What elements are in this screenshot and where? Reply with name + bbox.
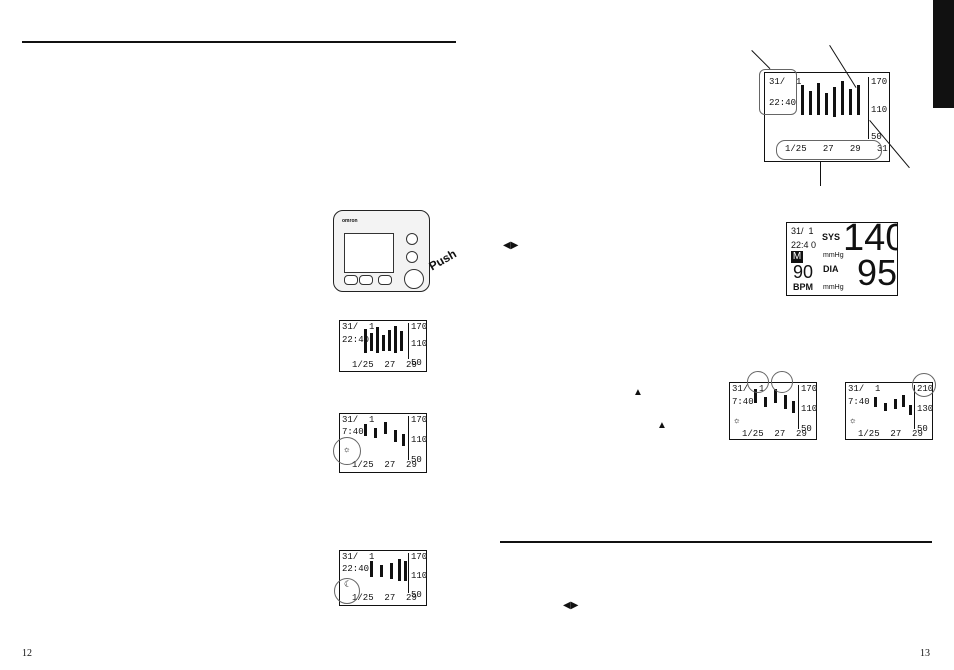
display-time: 7:40 (342, 427, 364, 437)
device-right-button (359, 275, 373, 285)
scale-min: 50 (411, 455, 422, 465)
device-left-button (344, 275, 358, 285)
display-date: 31/ 1 (342, 322, 375, 332)
scale-mid: 110 (411, 339, 427, 349)
dia-label: DIA (823, 264, 839, 274)
date-axis: 1/25 27 29 31 (352, 593, 417, 603)
graph-axis (408, 553, 409, 593)
display-date: 31/ 1 (848, 384, 881, 394)
scale-min: 50 (411, 358, 422, 368)
left-right-triangle-icon: ◀▶ (563, 600, 579, 611)
highlight-circle (912, 373, 936, 397)
graph-axis (798, 385, 799, 429)
highlight-circle (771, 371, 793, 393)
display-time: 7:40 (848, 397, 870, 407)
bpm-label: BPM (793, 282, 813, 292)
scale-mid: 130 (917, 404, 933, 414)
date-axis: 1/25 27 29 31 (858, 429, 923, 439)
device-illustration: omron (333, 210, 430, 292)
reading-display: 31/ 1 22:4 0 SYS 140 mmHg M DIA 95 90 BP… (786, 222, 898, 296)
up-triangle-icon: ▲ (657, 420, 667, 431)
date-axis: 1/25 27 29 31 (785, 144, 888, 154)
scale-min: 50 (411, 590, 422, 600)
sun-icon: ☼ (734, 416, 740, 426)
display-date: 31/ 1 (769, 77, 802, 87)
device-set-button (378, 275, 392, 285)
scale-min: 50 (801, 424, 812, 434)
memory-icon: M (791, 251, 803, 263)
graph-axis (408, 323, 409, 359)
graph-axis (914, 385, 915, 429)
right-section-rule (500, 541, 932, 543)
scale-mid: 110 (411, 435, 427, 445)
device-brand: omron (342, 218, 358, 224)
scale-max: 170 (411, 552, 427, 562)
pointer-line (820, 162, 821, 186)
left-header-rule (22, 41, 456, 43)
page-number-right: 13 (920, 648, 930, 659)
pointer-line (751, 50, 771, 70)
graph-axis (868, 77, 869, 139)
device-screen (344, 233, 394, 273)
sys-unit: mmHg (823, 252, 844, 259)
dia-value: 95 (857, 252, 898, 293)
scale-max: 170 (801, 384, 817, 394)
highlight-circle (334, 578, 360, 604)
display-time: 22:40 (769, 98, 797, 108)
top-graph-display: 31/ 1 22:40 170 110 50 1/25 27 29 31 (764, 72, 890, 162)
push-label: Push (426, 246, 459, 274)
dia-unit: mmHg (823, 284, 844, 291)
display-time: 7:40 (732, 397, 754, 407)
scale-max: 170 (871, 77, 888, 87)
scale-min: 50 (871, 132, 882, 142)
device-memory-button (406, 251, 418, 263)
graph-display-4: 31/ 1 7:40 170 110 50 1/25 27 29 31 ☼ (729, 382, 817, 440)
date-axis-highlight (776, 140, 882, 160)
scale-mid: 110 (871, 105, 888, 115)
scale-mid: 110 (411, 571, 427, 581)
date-time-highlight (759, 69, 797, 115)
language-tab (933, 0, 954, 108)
sys-value: 140 (843, 222, 897, 259)
device-power-button (404, 269, 424, 289)
date-axis: 1/25 27 29 31 (742, 429, 807, 439)
display-time: 22:40 (342, 564, 370, 574)
graph-display-1: 31/ 1 22:40 170 110 50 1/25 27 29 31 (339, 320, 427, 372)
page-number-left: 12 (22, 648, 32, 659)
pulse-value: 90 (793, 262, 814, 282)
highlight-circle (747, 371, 769, 393)
device-button (406, 233, 418, 245)
scale-min: 50 (917, 424, 928, 434)
date-axis: 1/25 27 29 31 (352, 460, 417, 470)
graph-axis (408, 416, 409, 460)
date-axis: 1/25 27 29 31 (352, 360, 417, 370)
display-date: 31/ 1 (342, 552, 375, 562)
scale-max: 170 (411, 322, 427, 332)
display-date: 31/ 1 (791, 226, 814, 236)
sys-label: SYS (822, 232, 841, 242)
display-time: 22:4 0 (791, 240, 817, 250)
scale-max: 170 (411, 415, 427, 425)
highlight-circle (333, 437, 361, 465)
left-right-triangle-icon: ◀▶ (503, 240, 519, 251)
scale-mid: 110 (801, 404, 817, 414)
display-time: 22:40 (342, 335, 370, 345)
display-date: 31/ 1 (342, 415, 375, 425)
up-triangle-icon: ▲ (633, 387, 643, 398)
sun-icon: ☼ (850, 416, 856, 426)
